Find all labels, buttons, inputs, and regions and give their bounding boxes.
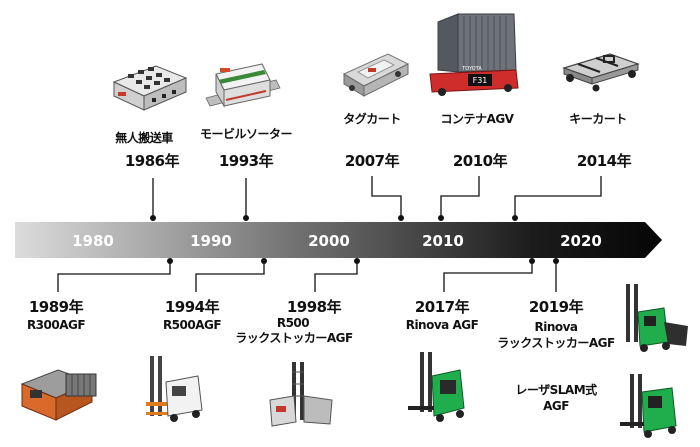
container-plate-text: F31 <box>473 76 488 85</box>
milestone-year-2007: 2007年 <box>344 152 400 170</box>
connectors-above <box>152 176 602 217</box>
slam-agf-label-line1: レーザSLAM式 <box>515 383 597 397</box>
milestone-name-2019-line2: ラックストッカーAGF <box>497 336 615 350</box>
timeline-arrow <box>15 222 662 258</box>
tag-cart-image <box>342 53 410 97</box>
connector-dots-above <box>150 215 518 221</box>
rinova-agf-image <box>408 352 465 422</box>
milestone-name-2014: キーカート <box>569 112 627 126</box>
container-brand-text: TOYOTA <box>461 66 482 72</box>
milestone-name-1986: 無人搬送車 <box>115 131 173 145</box>
decade-1980: 1980 <box>72 232 114 250</box>
container-agv-image: F31 TOYOTA <box>429 13 519 96</box>
milestone-year-1998: 1998年 <box>286 298 342 316</box>
r500-rack-stocker-image <box>269 362 333 427</box>
milestone-year-2019: 2019年 <box>528 298 584 316</box>
slam-agf-label-line2: AGF <box>543 399 569 413</box>
milestone-name-1998-line1: R500 <box>276 316 310 330</box>
decade-2000: 2000 <box>308 232 350 250</box>
milestone-name-1994: R500AGF <box>162 318 222 332</box>
slam-agf-image <box>620 374 677 438</box>
milestone-name-2019-line1: Rinova <box>534 320 578 334</box>
milestone-year-2017: 2017年 <box>414 298 470 316</box>
milestone-year-2010: 2010年 <box>452 152 508 170</box>
milestone-year-1986: 1986年 <box>124 152 180 170</box>
connector-dots-below <box>167 258 559 264</box>
decade-2020: 2020 <box>560 232 602 250</box>
milestone-name-2007: タグカート <box>343 112 401 126</box>
agv-cart-image <box>112 65 188 111</box>
milestone-year-1994: 1994年 <box>164 298 220 316</box>
decade-2010: 2010 <box>422 232 464 250</box>
milestone-name-1993: モービルソーター <box>199 127 293 141</box>
r300agf-image <box>20 369 97 421</box>
milestone-year-1989: 1989年 <box>28 298 84 316</box>
key-cart-image <box>562 53 640 92</box>
rinova-rack-stocker-image <box>626 284 688 352</box>
milestone-name-1998-line2: ラックストッカーAGF <box>235 331 353 345</box>
r500agf-image <box>146 356 203 422</box>
milestone-name-2017: Rinova AGF <box>405 318 479 332</box>
milestone-name-1989: R300AGF <box>26 318 86 332</box>
milestone-name-2010: コンテナAGV <box>440 112 514 126</box>
connectors-below <box>57 262 557 292</box>
milestone-year-1993: 1993年 <box>218 152 274 170</box>
milestone-year-2014: 2014年 <box>576 152 632 170</box>
decade-1990: 1990 <box>190 232 232 250</box>
mobile-sorter-image <box>205 63 281 108</box>
